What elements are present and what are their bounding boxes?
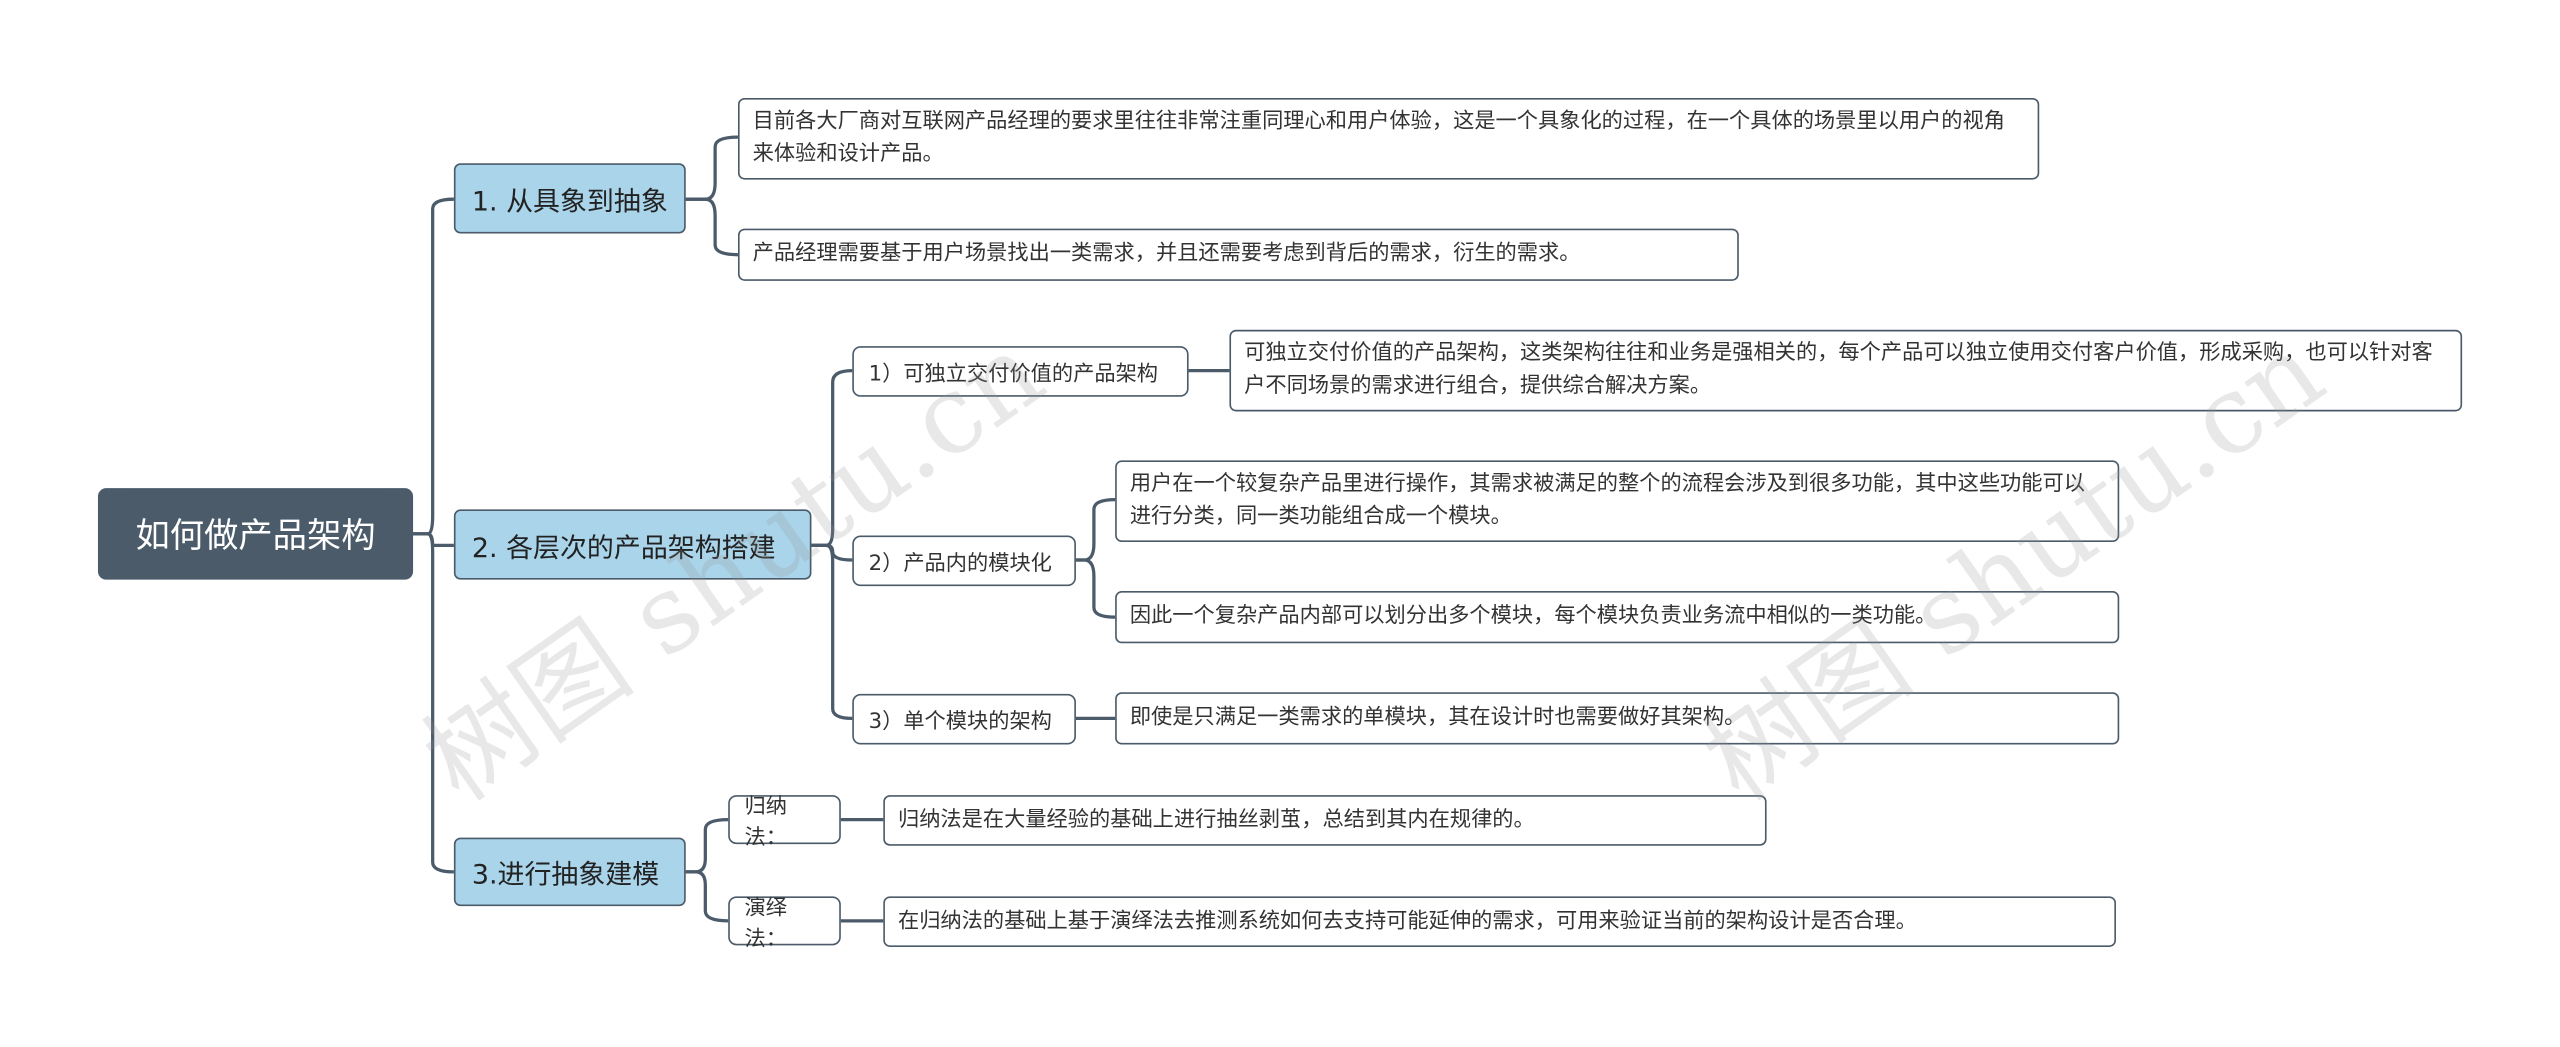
- sub-independent-product[interactable]: 1）可独立交付价值的产品架构: [852, 346, 1189, 397]
- sub-single-module[interactable]: 3）单个模块的架构: [852, 693, 1076, 745]
- connector-branch3-sub1: [685, 817, 729, 874]
- branch-abstract-modeling[interactable]: 3.进行抽象建模: [453, 837, 686, 907]
- sub-deduction[interactable]: 演绎法：: [728, 896, 841, 952]
- sub-induction[interactable]: 归纳法：: [728, 795, 841, 851]
- connector-branch2-sub1: [811, 368, 853, 547]
- connector-branch1-leaf2: [685, 197, 738, 257]
- leaf-independent-value[interactable]: 可独立交付价值的产品架构，这类架构往往和业务是强相关的，每个产品可以独立使用交付…: [1229, 329, 2463, 412]
- leaf-scenario-needs[interactable]: 产品经理需要基于用户场景找出一类需求，并且还需要考虑到背后的需求，衍生的需求。: [737, 228, 1739, 281]
- leaf-module-design[interactable]: 即使是只满足一类需求的单模块，其在设计时也需要做好其架构。: [1115, 692, 2120, 745]
- connector-root-branch1: [413, 197, 454, 536]
- leaf-complex-flow[interactable]: 用户在一个较复杂产品里进行操作，其需求被满足的整个的流程会涉及到很多功能，其中这…: [1115, 460, 2120, 543]
- branch-architecture-levels[interactable]: 2. 各层次的产品架构搭建: [453, 509, 812, 580]
- connector-sub2-leaf1: [1075, 497, 1116, 562]
- connector-branch2-sub3: [811, 543, 853, 721]
- sub-modularization[interactable]: 2）产品内的模块化: [852, 535, 1076, 587]
- connector-branch1-leaf1: [685, 135, 738, 201]
- branch-concrete-to-abstract[interactable]: 1. 从具象到抽象: [453, 163, 686, 234]
- leaf-deduction-desc[interactable]: 在归纳法的基础上基于演绎法去推测系统如何去支持可能延伸的需求，可用来验证当前的架…: [883, 896, 2116, 947]
- leaf-multiple-modules[interactable]: 因此一个复杂产品内部可以划分出多个模块，每个模块负责业务流中相似的一类功能。: [1115, 591, 2120, 644]
- root-topic[interactable]: 如何做产品架构: [97, 488, 414, 580]
- leaf-induction-desc[interactable]: 归纳法是在大量经验的基础上进行抽丝剥茧，总结到其内在规律的。: [883, 795, 1767, 846]
- leaf-empathy-ux[interactable]: 目前各大厂商对互联网产品经理的要求里往往非常注重同理心和用户体验，这是一个具象化…: [737, 97, 2040, 180]
- connector-branch3-sub2: [685, 870, 729, 923]
- connector-sub2-leaf2: [1075, 558, 1116, 619]
- connector-root-branch3: [413, 532, 454, 874]
